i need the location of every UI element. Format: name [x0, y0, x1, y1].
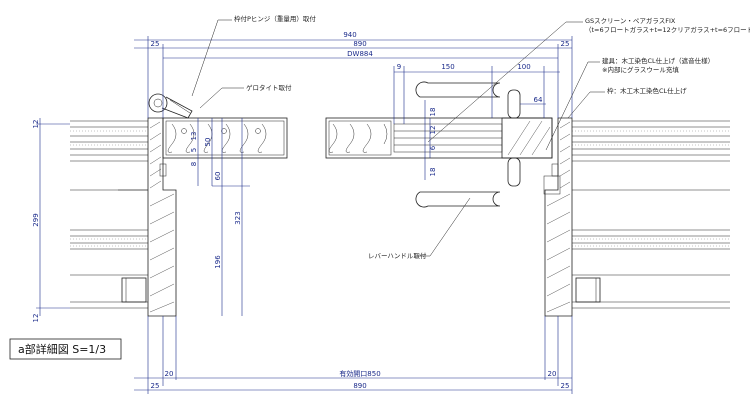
- note-glass-screen-1: GSスクリーン・ペアガラスFIX: [585, 16, 676, 25]
- dim-wall-12-bottom: 12: [32, 314, 40, 323]
- dim-25-top-left: 25: [151, 40, 160, 48]
- dim-dw884: DW884: [347, 50, 373, 58]
- pivot-hinge: [148, 93, 193, 119]
- dim-323: 323: [234, 211, 242, 224]
- dim-890-top: 890: [353, 40, 366, 48]
- left-wall: [70, 120, 148, 309]
- dim-18-lower: 18: [429, 168, 437, 177]
- dim-25-bottom-right: 25: [561, 382, 570, 390]
- dim-6: 6: [429, 145, 437, 150]
- dim-50: 50: [204, 138, 212, 147]
- note-door-finish-2: ※内部にグラスウール充填: [602, 65, 679, 74]
- note-frame-finish: 枠：木工木工染色CL仕上げ: [607, 86, 687, 95]
- dim-299: 299: [32, 213, 40, 226]
- dim-25-bottom-left: 25: [151, 382, 160, 390]
- dim-glass-9: 9: [397, 63, 401, 71]
- drawing-title-box: a部詳細図 S=1/3: [9, 338, 122, 360]
- note-door-finish-1: 建具：木工染色CL仕上げ（遮音仕様）: [602, 56, 714, 65]
- dim-5: 5: [190, 148, 198, 152]
- dim-20-right: 20: [548, 370, 557, 378]
- dim-12: 12: [429, 126, 437, 135]
- dim-20-left: 20: [165, 370, 174, 378]
- dim-196: 196: [214, 255, 222, 269]
- dim-13: 13: [190, 132, 198, 141]
- annotation-notes: 枠付Pヒンジ（重量用）取付 ゲロタイト取付 GSスクリーン・ペアガラスFIX （…: [234, 14, 750, 260]
- drawing-title: a部詳細図 S=1/3: [18, 342, 106, 356]
- left-frame: [118, 117, 177, 317]
- note-glass-screen-2: （t=6フロートガラス+t=12クリアガラス+t=6フロートガラス）: [585, 25, 750, 34]
- door-leaf-right: [325, 117, 553, 159]
- lever-handle: [415, 81, 521, 208]
- dimension-labels: 940 25 890 25 DW884 9 150 100 18 12 6 18…: [32, 31, 569, 390]
- note-pivot-hinge: 枠付Pヒンジ（重量用）取付: [234, 14, 316, 23]
- leader-lines: [191, 19, 605, 257]
- dim-25-top-right: 25: [561, 40, 570, 48]
- dim-8: 8: [190, 162, 198, 166]
- dim-60: 60: [214, 172, 222, 181]
- door-leaf-left: [162, 117, 288, 159]
- dim-64: 64: [534, 96, 543, 104]
- dim-940: 940: [343, 31, 356, 39]
- dim-glass-150: 150: [441, 63, 454, 71]
- dim-opening-850: 有効開口850: [339, 369, 380, 378]
- right-wall: [543, 120, 730, 309]
- right-frame: [544, 117, 573, 317]
- dimension-lines: [36, 36, 573, 394]
- dim-890-bottom: 890: [353, 382, 366, 390]
- dim-18-upper: 18: [429, 108, 437, 117]
- dim-wall-12-top: 12: [32, 120, 40, 129]
- note-gerotite: ゲロタイト取付: [246, 83, 292, 92]
- note-lever-handle: レバーハンドル取付: [368, 251, 427, 260]
- dim-glass-100: 100: [517, 63, 530, 71]
